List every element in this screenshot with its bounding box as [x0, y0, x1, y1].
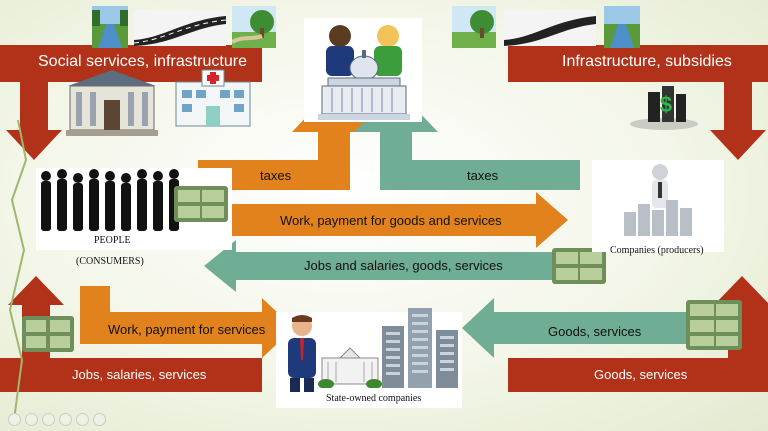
orange-work-services-arrow — [80, 286, 294, 358]
consumers-label: (CONSUMERS) — [76, 256, 144, 267]
red-arrow-bottom-left — [0, 358, 262, 392]
money-bag-icon: $ — [630, 86, 698, 130]
label-taxes-left: taxes — [260, 168, 292, 183]
nav-pen-icon[interactable] — [42, 413, 55, 426]
companies-label: Companies (producers) — [610, 245, 704, 256]
park-icon — [232, 6, 276, 48]
red-arrow-top-left — [0, 45, 262, 160]
people-label: PEOPLE — [94, 235, 131, 246]
state-owned-label: State-owned companies — [326, 393, 422, 404]
nav-prev-icon[interactable] — [8, 413, 21, 426]
label-infrastructure-subsidies: Infrastructure, subsidies — [562, 53, 732, 70]
orange-work-payment-arrow — [232, 192, 568, 248]
cash-stack-icon-mid — [552, 248, 606, 284]
library-building-icon — [66, 70, 158, 136]
road-icon-right — [504, 10, 596, 46]
official-icon — [288, 315, 316, 392]
nav-zoom-icon[interactable] — [76, 413, 89, 426]
river-landscape-icon-right — [604, 6, 640, 48]
label-jobs-salaries-services: Jobs, salaries, services — [72, 367, 207, 382]
nav-options-icon[interactable] — [93, 413, 106, 426]
green-goods-services-arrow — [462, 298, 692, 358]
cash-stack-icon — [174, 186, 228, 222]
government-people-icon — [304, 18, 422, 122]
label-work-payment-goods: Work, payment for goods and services — [280, 213, 502, 228]
nav-next-icon[interactable] — [25, 413, 38, 426]
label-social-services: Social services, infrastructure — [38, 53, 247, 70]
white-house-icon — [318, 347, 382, 388]
park-icon-right — [452, 6, 496, 48]
river-landscape-icon — [92, 6, 128, 48]
label-taxes-right: taxes — [467, 168, 499, 183]
green-jobs-salaries-arrow — [204, 240, 552, 292]
label-work-payment-services: Work, payment for services — [108, 322, 266, 337]
svg-text:$: $ — [660, 92, 672, 117]
nav-menu-icon[interactable] — [59, 413, 72, 426]
office-towers-icon — [382, 308, 458, 388]
label-goods-services-bottom: Goods, services — [594, 367, 688, 382]
slide-stripe-icon — [8, 120, 28, 420]
label-jobs-salaries: Jobs and salaries, goods, services — [304, 258, 503, 273]
red-arrow-bottom-right — [508, 358, 768, 392]
road-icon — [134, 10, 226, 46]
businessman-bar-chart-icon — [624, 164, 692, 236]
hospital-icon — [175, 69, 251, 127]
cash-stack-icon-right — [686, 300, 742, 350]
people-crowd-icon — [41, 169, 179, 231]
label-goods-services-mid: Goods, services — [548, 324, 642, 339]
red-arrow-top-right — [508, 45, 768, 160]
cash-stack-icon-left — [22, 316, 74, 352]
